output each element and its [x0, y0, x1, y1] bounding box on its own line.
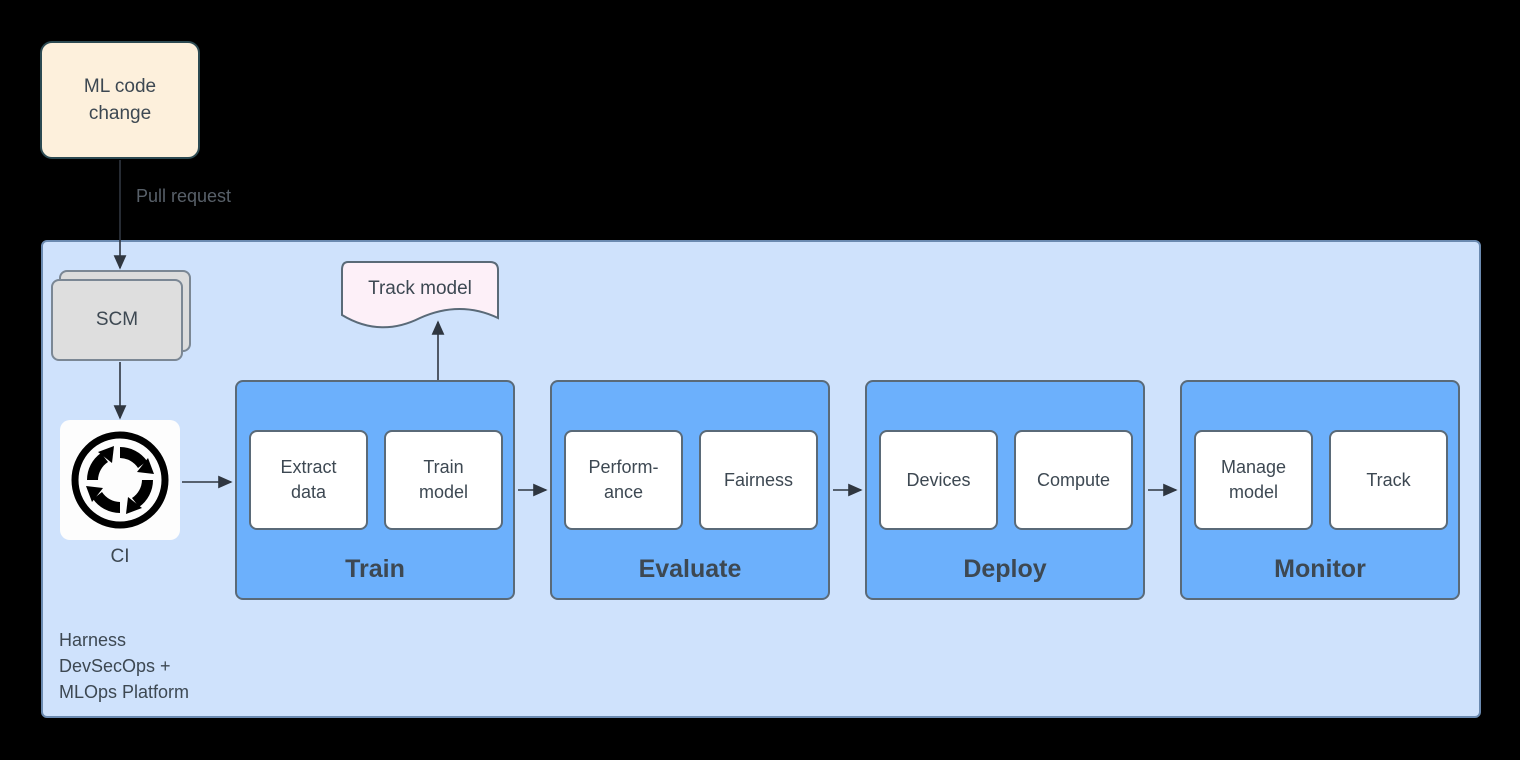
stage-deploy[interactable]: Devices Compute Deploy: [865, 380, 1145, 600]
card-devices[interactable]: Devices: [879, 430, 998, 530]
ml-code-change-box[interactable]: ML code change: [40, 41, 200, 159]
stage-train-title: Train: [345, 555, 405, 583]
track-model-label: Track model: [368, 278, 472, 299]
stage-deploy-cards: Devices Compute: [879, 430, 1133, 530]
card-train-model[interactable]: Train model: [384, 430, 503, 530]
circular-arrows-icon: [71, 431, 169, 529]
scm-label: SCM: [51, 279, 183, 361]
card-track[interactable]: Track: [1329, 430, 1448, 530]
card-extract-data[interactable]: Extract data: [249, 430, 368, 530]
card-fairness[interactable]: Fairness: [699, 430, 818, 530]
stage-monitor[interactable]: Manage model Track Monitor: [1180, 380, 1460, 600]
card-compute[interactable]: Compute: [1014, 430, 1133, 530]
track-model-node[interactable]: Track model: [340, 260, 500, 330]
pull-request-edge-label: Pull request: [136, 186, 232, 206]
stage-train[interactable]: Extract data Train model Train: [235, 380, 515, 600]
platform-caption: Harness DevSecOps + MLOps Platform: [59, 630, 190, 702]
stage-monitor-cards: Manage model Track: [1194, 430, 1448, 530]
ci-icon-tile[interactable]: [60, 420, 180, 540]
ci-label: CI: [110, 546, 130, 567]
stage-monitor-title: Monitor: [1274, 555, 1366, 583]
scm-node[interactable]: SCM: [51, 270, 193, 362]
document-shape-icon: [341, 261, 499, 329]
stage-deploy-title: Deploy: [963, 555, 1047, 583]
stage-evaluate-title: Evaluate: [638, 555, 742, 583]
card-performance[interactable]: Perform- ance: [564, 430, 683, 530]
card-manage-model[interactable]: Manage model: [1194, 430, 1313, 530]
stage-train-cards: Extract data Train model: [249, 430, 503, 530]
stage-evaluate[interactable]: Perform- ance Fairness Evaluate: [550, 380, 830, 600]
stage-evaluate-cards: Perform- ance Fairness: [564, 430, 818, 530]
